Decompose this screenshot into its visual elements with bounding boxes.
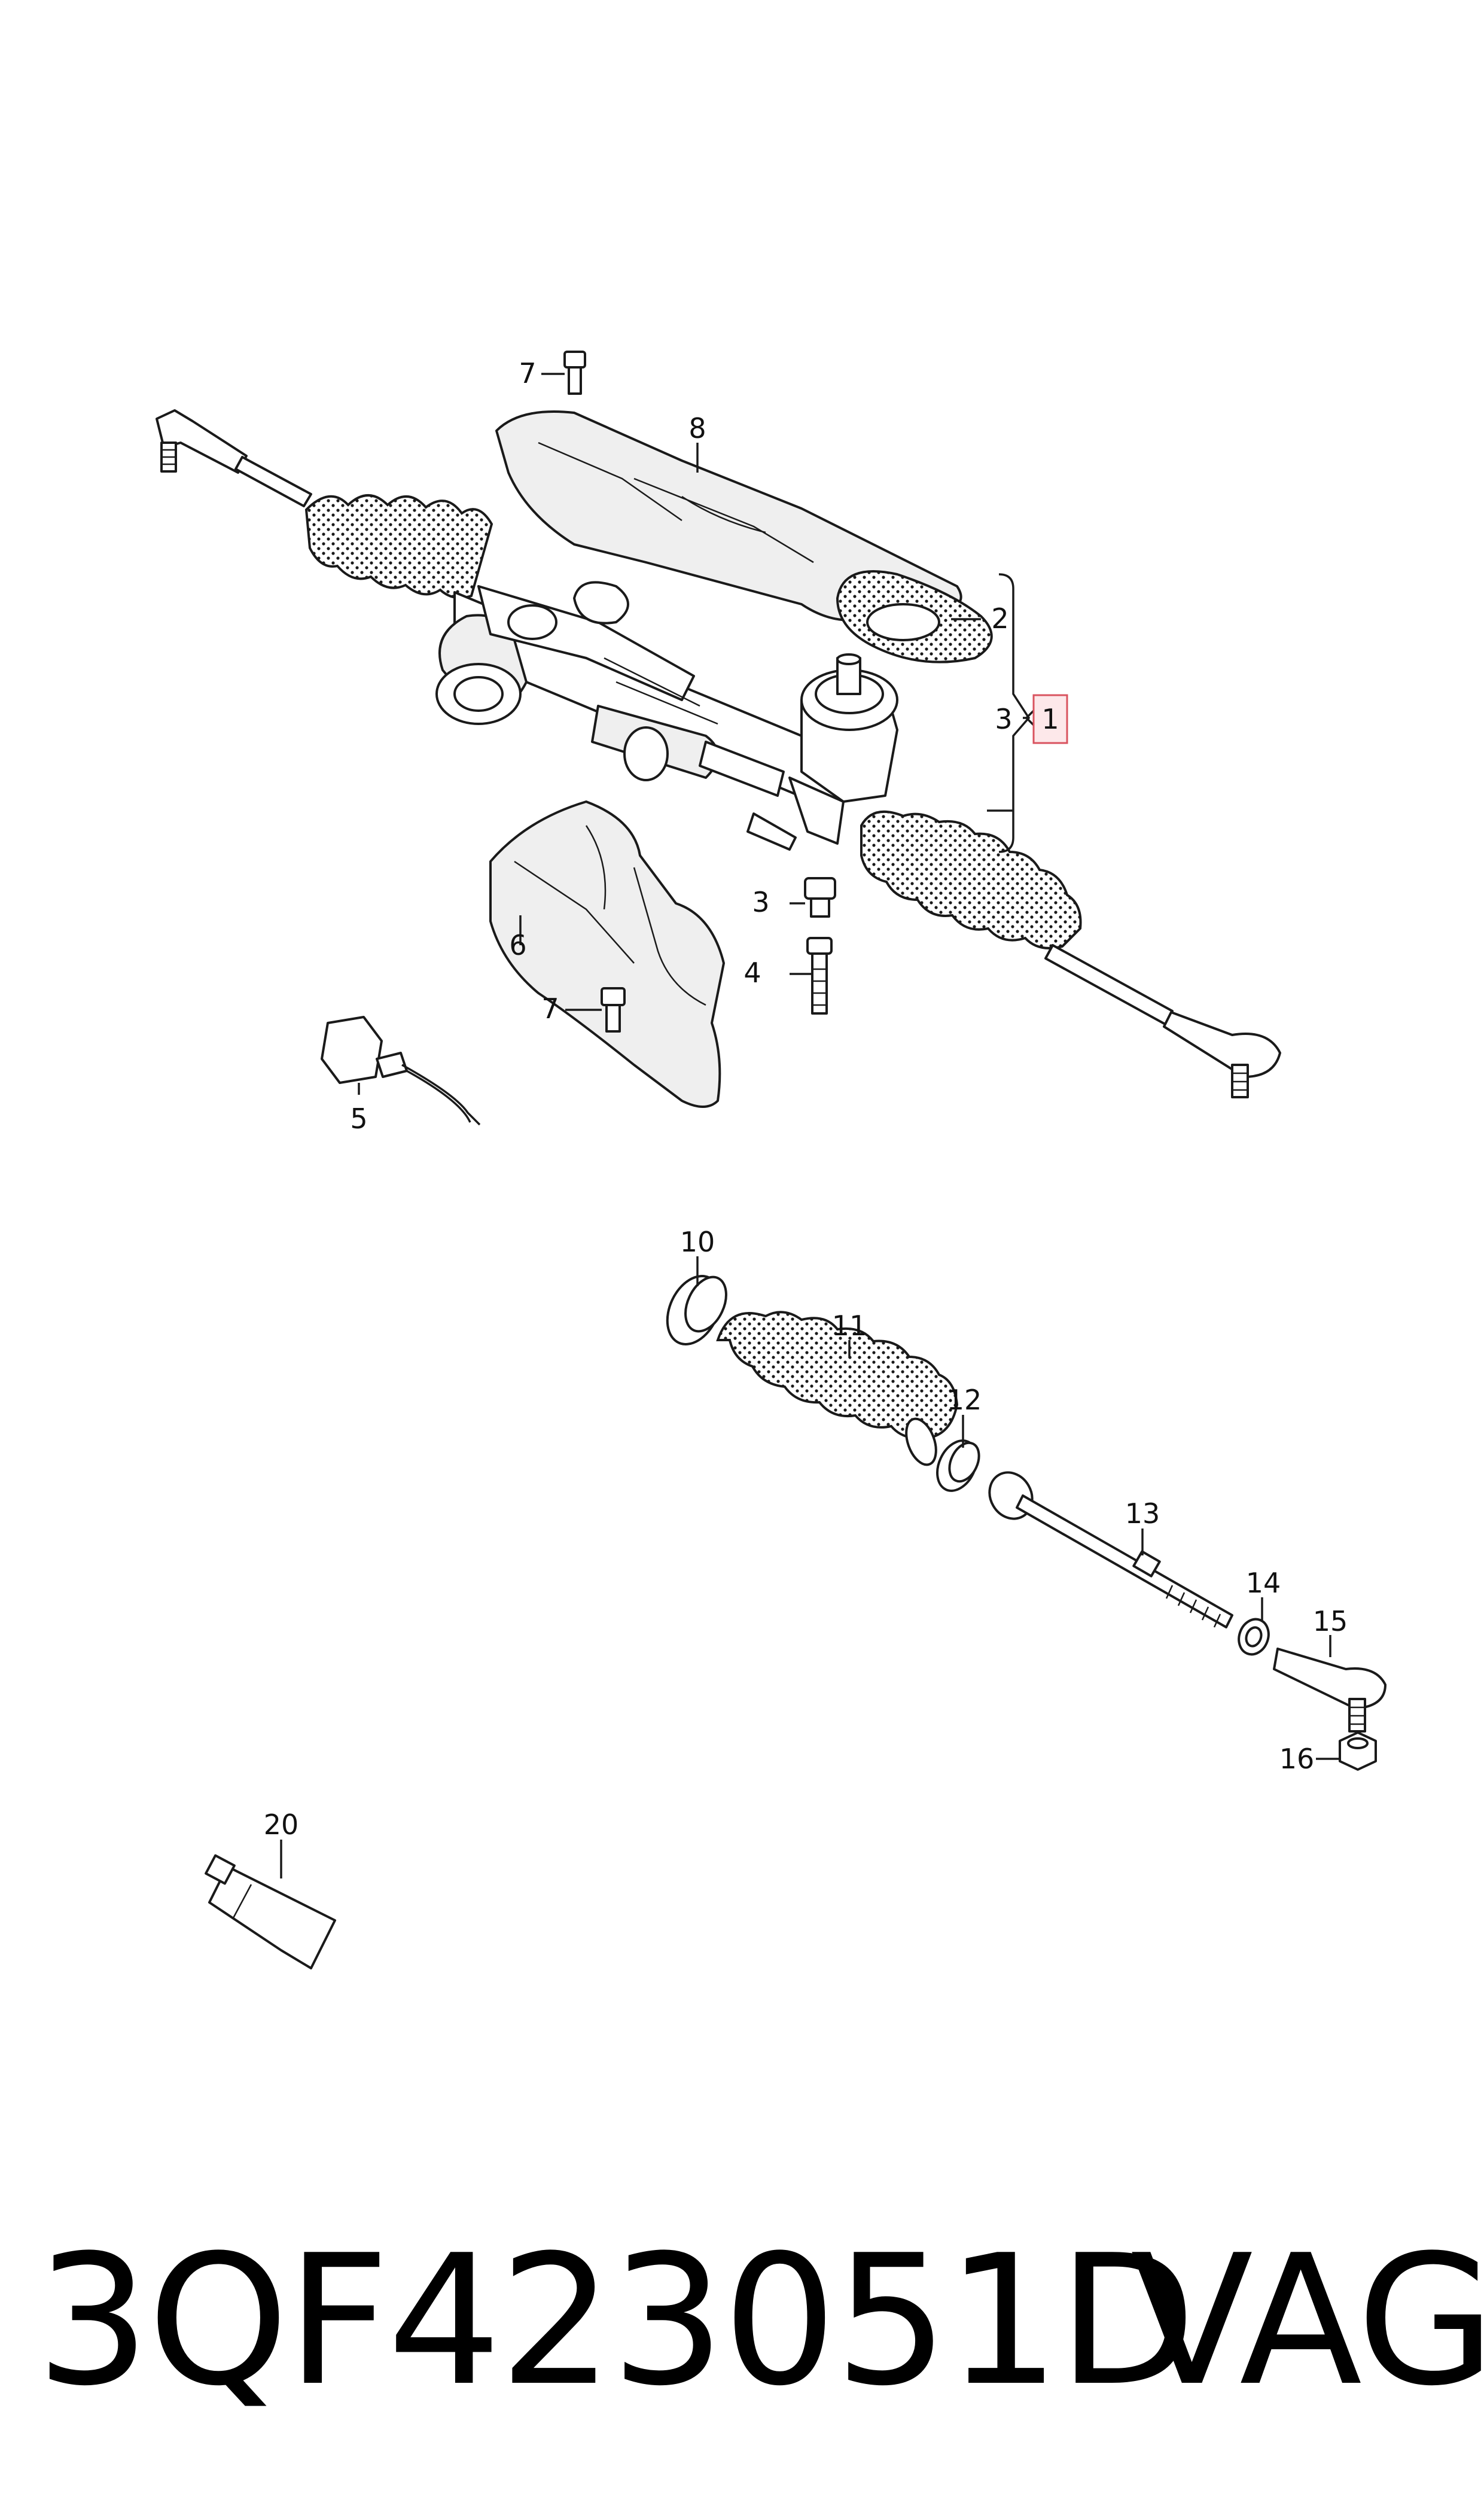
brand-name: VAG — [1130, 2216, 1484, 2425]
bolt-7-bottom — [601, 987, 626, 1033]
callout-4[interactable]: 4 — [743, 957, 761, 989]
callout-7-bottom[interactable]: 7 — [541, 992, 559, 1025]
bolt-3 — [804, 877, 836, 918]
callout-15[interactable]: 15 — [1313, 1605, 1348, 1637]
left-tie-rod-end — [156, 409, 248, 474]
inner-tie-rod-13 — [988, 1471, 1233, 1628]
callout-16[interactable]: 16 — [1279, 1743, 1315, 1775]
callout-1[interactable]: 1 — [1041, 703, 1059, 735]
right-bellows-boot — [860, 810, 1082, 949]
grease-tube-20 — [205, 1854, 336, 1969]
right-inner-rod — [1044, 944, 1174, 1025]
callout-7-top[interactable]: 7 — [519, 357, 536, 389]
callout-8[interactable]: 8 — [688, 412, 706, 444]
lock-nut-14 — [1238, 1618, 1270, 1656]
boot-11 — [716, 1311, 959, 1466]
part-number: 3QF423051D — [36, 2216, 1196, 2425]
callout-3[interactable]: 3 — [752, 886, 769, 918]
callout-1-highlight — [1032, 694, 1068, 744]
callout-6[interactable]: 6 — [509, 929, 526, 961]
left-inner-rod — [234, 456, 312, 507]
nut-16 — [1339, 1731, 1377, 1771]
callout-5[interactable]: 5 — [350, 1103, 367, 1135]
clamp-10 — [666, 1275, 727, 1345]
callout-3-bracket[interactable]: 3 — [995, 703, 1012, 735]
outer-tie-rod-end-15 — [1273, 1648, 1387, 1733]
callout-11[interactable]: 11 — [832, 1310, 867, 1342]
callout-14[interactable]: 14 — [1246, 1567, 1281, 1599]
sensor-connector — [321, 1016, 481, 1126]
right-tie-rod-end — [1163, 1011, 1281, 1098]
lower-heat-shield — [489, 800, 725, 1108]
callout-20[interactable]: 20 — [264, 1808, 299, 1841]
callout-13[interactable]: 13 — [1125, 1497, 1160, 1530]
bolt-7-top — [563, 351, 586, 395]
pinion-housing — [746, 653, 898, 851]
callout-2[interactable]: 2 — [991, 602, 1008, 635]
steering-rack-assembly — [156, 409, 1281, 1098]
rack-housing — [435, 581, 851, 803]
callout-leaders — [280, 373, 1340, 1878]
left-bellows-boot — [304, 494, 493, 599]
bolt-4 — [806, 937, 833, 1015]
damping-pad — [836, 570, 993, 663]
callout-12[interactable]: 12 — [947, 1384, 982, 1416]
clamp-12 — [936, 1439, 980, 1492]
callout-10[interactable]: 10 — [680, 1226, 715, 1258]
